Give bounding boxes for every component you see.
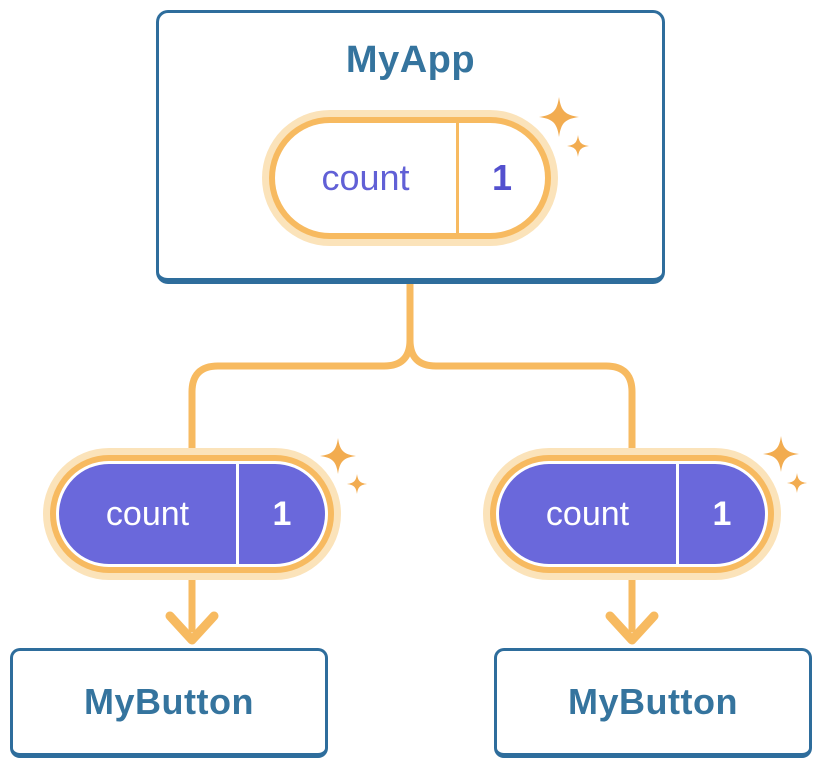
pill-core: count 1 [59, 464, 325, 564]
arrow-left-head [165, 611, 219, 645]
pill-divider [236, 464, 239, 564]
state-pill-right-child: count 1 [483, 448, 781, 580]
pill-body: count 1 [496, 461, 768, 567]
sparkle-icon [320, 438, 356, 474]
sparkle-icon [347, 474, 367, 494]
component-title: MyApp [345, 39, 476, 81]
pill-divider [676, 464, 679, 564]
state-pill-root: count 1 [262, 110, 558, 246]
pill-body: count 1 [56, 461, 328, 567]
pill-core: count 1 [499, 464, 765, 564]
connector-root-to-left-child [188, 280, 414, 474]
state-value: 1 [272, 494, 292, 533]
state-name: count [105, 494, 190, 533]
sparkle-icon [787, 473, 807, 493]
component-card-mybutton-right: MyButton [494, 648, 812, 758]
pill-orange-ring: count 1 [269, 117, 551, 239]
pill-body: count 1 [275, 123, 545, 233]
state-value: 1 [491, 157, 513, 198]
sparkle-icon [763, 436, 799, 472]
component-title: MyButton [568, 681, 738, 722]
connector-root-to-right-child [406, 280, 636, 474]
state-value: 1 [712, 494, 732, 533]
arrow-right-head [605, 611, 659, 645]
component-title: MyButton [84, 681, 254, 722]
pill-divider [456, 123, 459, 233]
pill-orange-ring: count 1 [50, 455, 334, 573]
component-card-mybutton-left: MyButton [10, 648, 328, 758]
state-name: count [545, 494, 630, 533]
pill-orange-ring: count 1 [490, 455, 774, 573]
state-name: count [321, 157, 410, 198]
state-pill-left-child: count 1 [43, 448, 341, 580]
